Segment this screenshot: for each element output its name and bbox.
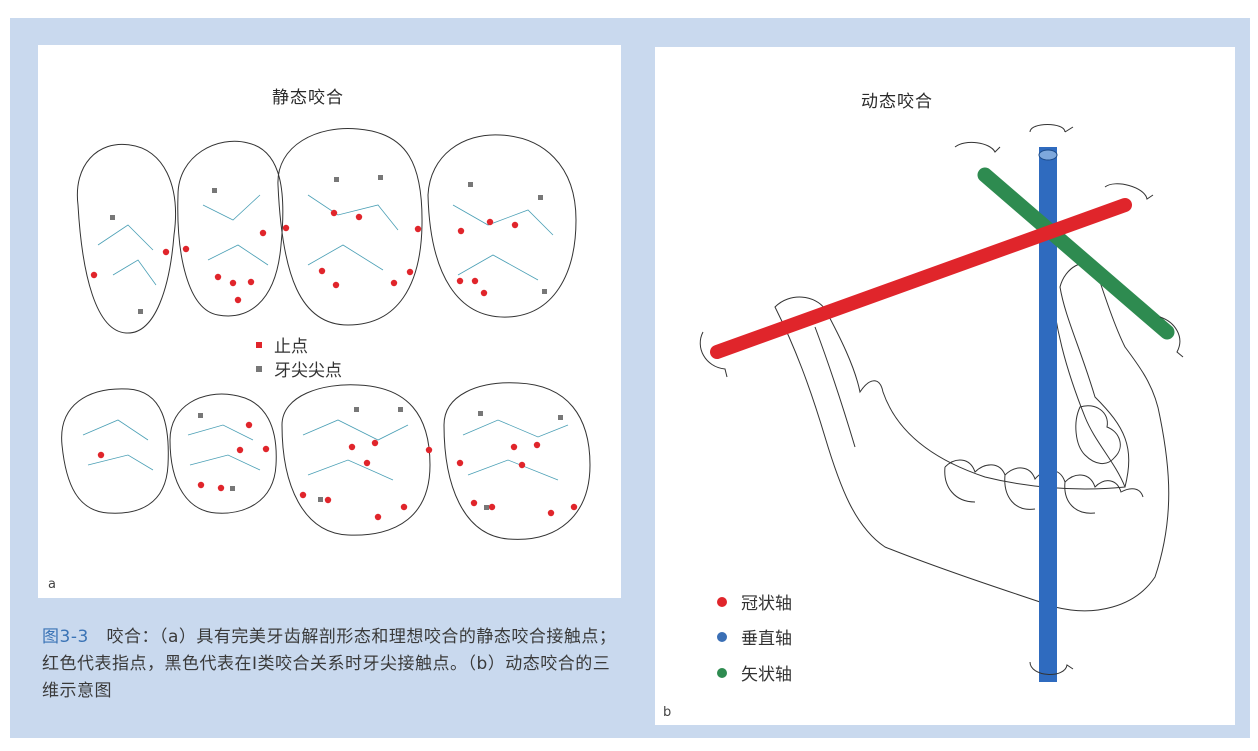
figure-caption: 图3-3 咬合：（a）具有完美牙齿解剖形态和理想咬合的静态咬合接触点；红色代表指… xyxy=(42,624,622,705)
rotation-arrow-right-top xyxy=(1104,183,1154,200)
upper-tooth-2 xyxy=(177,140,284,317)
upper-tooth-1 xyxy=(76,143,176,334)
legend-sagittal-axis: 矢状轴 xyxy=(717,660,792,685)
panel-static-occlusion: 静态咬合 xyxy=(38,45,621,598)
teeth-diagram xyxy=(61,127,591,540)
panel-b-title: 动态咬合 xyxy=(861,92,933,112)
legend-coronal-dot xyxy=(717,596,727,607)
mandible-inner-ramus xyxy=(1049,276,1126,488)
vertical-axis-top xyxy=(1038,149,1058,161)
lower-tooth-3 xyxy=(281,384,431,536)
coronal-axis xyxy=(710,198,1132,359)
legend-stop-point: 止点 xyxy=(256,332,308,357)
caption-text: 咬合：（a）具有完美牙齿解剖形态和理想咬合的静态咬合接触点；红色代表指点，黑色代… xyxy=(42,627,617,701)
panel-a-title: 静态咬合 xyxy=(272,88,344,108)
rotation-arrow-right xyxy=(1159,316,1184,358)
mandible-axes-diagram xyxy=(699,124,1184,682)
legend-red-marker xyxy=(256,341,262,348)
panel-b-letter: b xyxy=(663,705,672,720)
molar-cluster xyxy=(1075,405,1121,464)
legend-cusp-point-label: 牙尖尖点 xyxy=(274,361,342,381)
legend-stop-point-label: 止点 xyxy=(274,337,308,357)
legend-coronal-axis: 冠状轴 xyxy=(717,589,792,614)
figure-label: 图3-3 xyxy=(42,627,89,647)
legend-cusp-point: 牙尖尖点 xyxy=(256,356,342,381)
sagittal-axis xyxy=(977,167,1175,340)
rotation-arrow-left xyxy=(699,331,728,378)
legend-vertical-label: 垂直轴 xyxy=(741,629,792,649)
vertical-axis xyxy=(1039,147,1057,682)
upper-tooth-3 xyxy=(277,127,423,326)
legend-vertical-axis: 垂直轴 xyxy=(717,624,792,649)
teeth-row-lower xyxy=(944,466,1096,514)
lower-tooth-1 xyxy=(61,388,169,514)
legend-vertical-dot xyxy=(717,631,727,642)
legend-sagittal-dot xyxy=(717,667,727,678)
legend-coronal-label: 冠状轴 xyxy=(741,594,792,614)
panel-dynamic-occlusion: 动态咬合 冠状轴 xyxy=(655,47,1235,725)
rotation-arrow-top xyxy=(1029,124,1074,133)
ramus-front-edge xyxy=(814,326,856,448)
rotation-arrow-left-top xyxy=(954,141,1001,153)
lower-tooth-2 xyxy=(169,393,277,514)
panel-a-letter: a xyxy=(48,577,56,592)
legend-sagittal-label: 矢状轴 xyxy=(741,665,792,685)
lower-tooth-4 xyxy=(443,382,591,540)
legend-grey-marker xyxy=(256,365,262,372)
rotation-arrow-bottom xyxy=(1029,661,1074,675)
upper-tooth-4 xyxy=(427,134,577,318)
